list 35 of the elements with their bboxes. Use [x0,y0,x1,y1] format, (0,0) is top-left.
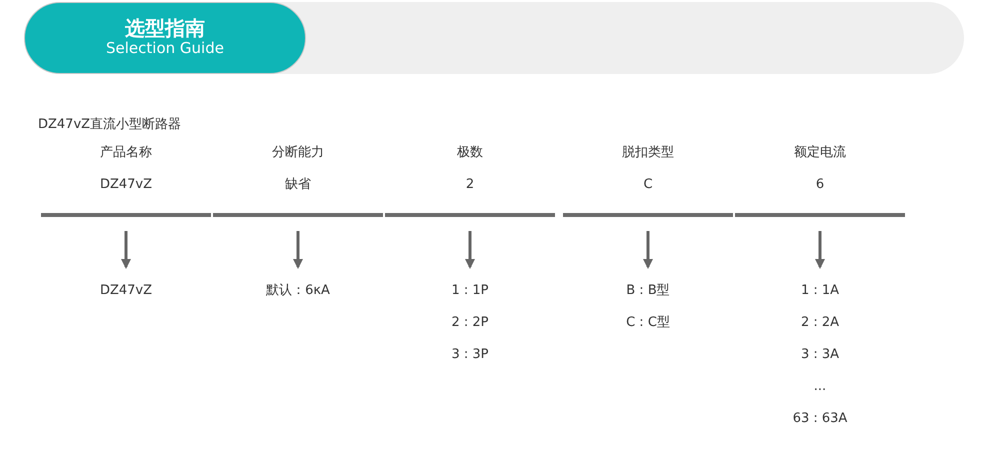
parameter-name: 脱扣类型 [622,145,674,161]
parameter-value: C [643,177,653,193]
parameter-value: 6 [816,177,824,193]
option-text: 2 : 2P [451,315,489,331]
down-arrow [121,231,131,269]
parameter-name: 额定电流 [794,145,846,161]
banner-heading: 选型指南 [125,17,205,39]
banner-subheading: Selection Guide [106,39,224,57]
down-arrow [293,231,303,269]
option-text: ... [814,379,826,395]
option-text: 默认：6κA [266,283,330,299]
option-text: C : C型 [626,315,670,331]
down-arrow [465,231,475,269]
option-text: DZ47vZ [100,283,152,299]
down-arrow [815,231,825,269]
parameter-column-header [385,145,555,217]
option-text: 63 : 63A [792,411,848,427]
option-text: B : B型 [626,283,670,299]
parameter-name: 产品名称 [100,145,152,161]
product-title: DZ47vZ直流小型断路器 [38,116,182,133]
parameter-column-header [563,145,733,217]
parameter-value: 2 [466,177,474,193]
parameter-value: DZ47vZ [100,177,152,193]
parameter-name: 极数 [457,145,483,161]
parameter-column-header [213,145,383,217]
parameter-column-header [735,145,905,217]
option-text: 1 : 1A [800,283,840,299]
option-text: 3 : 3P [451,347,489,363]
option-text: 3 : 3A [800,347,840,363]
option-text: 2 : 2A [800,315,840,331]
parameter-column-header [41,145,211,217]
parameter-name: 分断能力 [272,145,324,161]
down-arrow [643,231,653,269]
parameter-value: 缺省 [285,177,311,193]
option-text: 1 : 1P [451,283,489,299]
